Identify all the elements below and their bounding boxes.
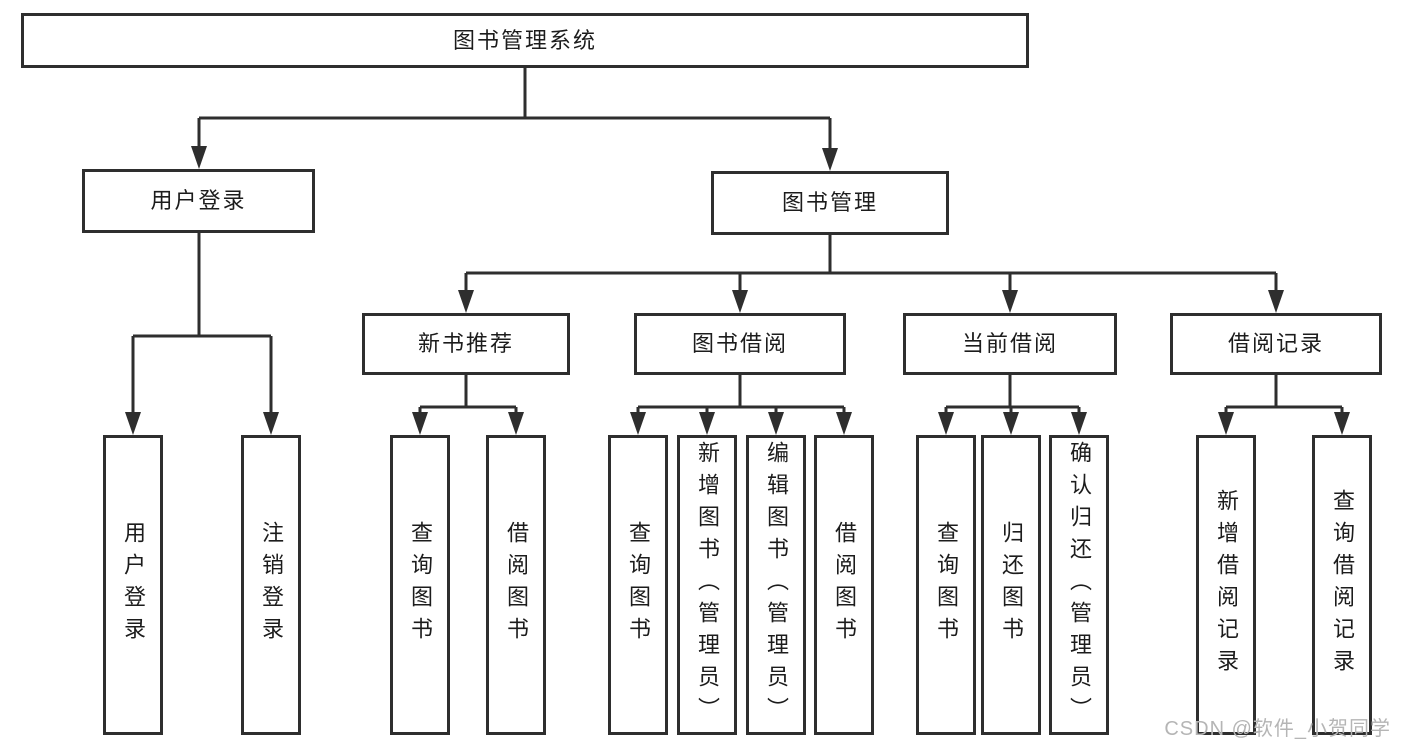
node-current-borrowing: 当前借阅 bbox=[903, 313, 1117, 375]
leaf-query-books-current: 查询图书 bbox=[916, 435, 976, 735]
leaf-logout-label: 注销登录 bbox=[259, 521, 284, 649]
node-user-login-label: 用户登录 bbox=[150, 188, 247, 213]
leaf-query-books-recommend-label: 查询图书 bbox=[408, 521, 433, 649]
node-book-management: 图书管理 bbox=[711, 171, 949, 235]
node-book-management-label: 图书管理 bbox=[781, 190, 878, 215]
leaf-add-borrow-record: 新增借阅记录 bbox=[1196, 435, 1256, 735]
leaf-query-books-borrowing-label: 查询图书 bbox=[626, 521, 651, 649]
leaf-return-books-label: 归还图书 bbox=[999, 521, 1024, 649]
csdn-watermark: CSDN @软件_小贺同学 bbox=[1164, 718, 1391, 740]
leaf-borrow-books-borrowing: 借阅图书 bbox=[814, 435, 874, 735]
leaf-return-books: 归还图书 bbox=[981, 435, 1041, 735]
leaf-logout: 注销登录 bbox=[241, 435, 301, 735]
node-book-borrowing: 图书借阅 bbox=[634, 313, 846, 375]
leaf-borrow-books-recommend: 借阅图书 bbox=[486, 435, 546, 735]
node-user-login: 用户登录 bbox=[82, 169, 315, 233]
leaf-edit-book-admin-label: 编辑图书（管理员） bbox=[764, 441, 789, 729]
leaf-add-book-admin-label: 新增图书（管理员） bbox=[695, 441, 720, 729]
leaf-add-book-admin: 新增图书（管理员） bbox=[677, 435, 737, 735]
node-book-borrowing-label: 图书借阅 bbox=[691, 331, 788, 356]
node-current-borrowing-label: 当前借阅 bbox=[961, 331, 1058, 356]
leaf-query-books-recommend: 查询图书 bbox=[390, 435, 450, 735]
leaf-user-login: 用户登录 bbox=[103, 435, 163, 735]
node-borrowing-records-label: 借阅记录 bbox=[1227, 331, 1324, 356]
leaf-query-borrow-record: 查询借阅记录 bbox=[1312, 435, 1372, 735]
leaf-query-books-borrowing: 查询图书 bbox=[608, 435, 668, 735]
leaf-query-books-current-label: 查询图书 bbox=[934, 521, 959, 649]
leaf-query-borrow-record-label: 查询借阅记录 bbox=[1330, 489, 1355, 681]
node-root-label: 图书管理系统 bbox=[452, 27, 597, 53]
leaf-add-borrow-record-label: 新增借阅记录 bbox=[1214, 489, 1239, 681]
leaf-confirm-return-admin: 确认归还（管理员） bbox=[1049, 435, 1109, 735]
node-borrowing-records: 借阅记录 bbox=[1170, 313, 1382, 375]
leaf-borrow-books-recommend-label: 借阅图书 bbox=[504, 521, 529, 649]
leaf-edit-book-admin: 编辑图书（管理员） bbox=[746, 435, 806, 735]
node-new-book-recommend: 新书推荐 bbox=[362, 313, 570, 375]
leaf-borrow-books-borrowing-label: 借阅图书 bbox=[832, 521, 857, 649]
node-new-book-recommend-label: 新书推荐 bbox=[417, 331, 514, 356]
node-root: 图书管理系统 bbox=[21, 13, 1029, 68]
leaf-confirm-return-admin-label: 确认归还（管理员） bbox=[1067, 441, 1092, 729]
leaf-user-login-label: 用户登录 bbox=[121, 521, 146, 649]
